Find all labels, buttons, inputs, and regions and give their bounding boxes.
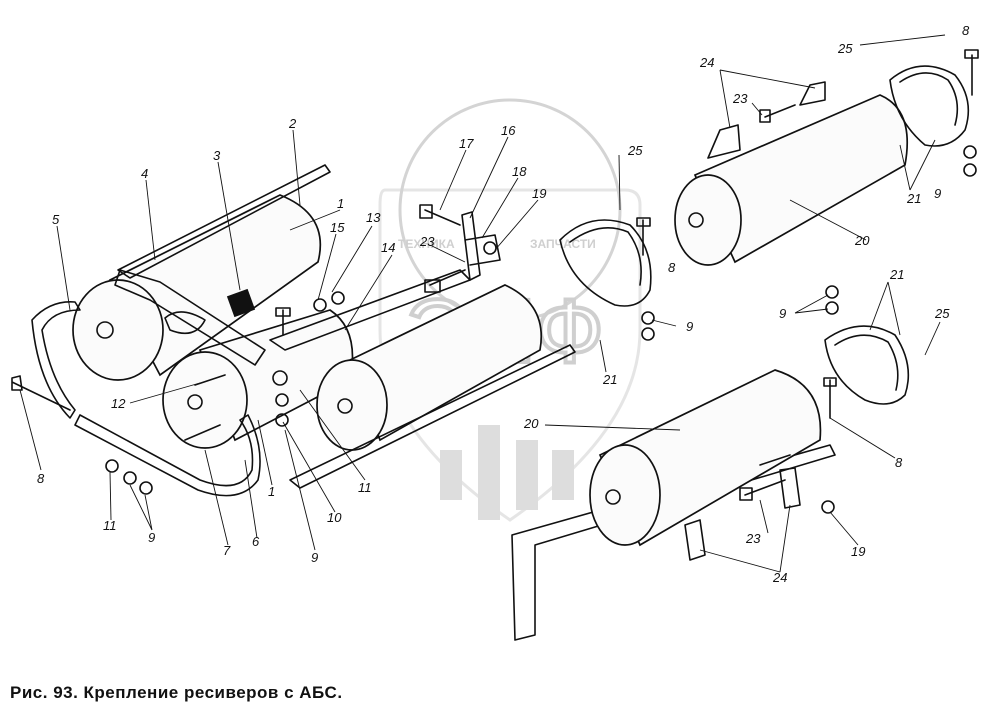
callout-21: 21 — [889, 267, 904, 282]
callout-9: 9 — [686, 319, 693, 334]
bracket-4 — [117, 164, 331, 279]
callout-25: 25 — [627, 143, 643, 158]
receiver-20-middle — [348, 284, 543, 442]
bracket-16 — [461, 211, 501, 281]
watermark-top-text: ТЕХНИКА — [398, 237, 455, 251]
callout-4: 4 — [141, 166, 148, 181]
callout-9: 9 — [779, 306, 786, 321]
lower-right-assembly — [511, 285, 910, 641]
callout-21: 21 — [602, 372, 617, 387]
callout-1: 1 — [337, 196, 344, 211]
callout-21: 21 — [906, 191, 921, 206]
callout-5: 5 — [52, 212, 60, 227]
upper-right-assembly — [674, 49, 979, 266]
clamp-21-lower — [824, 325, 910, 405]
callout-17: 17 — [459, 136, 474, 151]
watermark-right-text: ЗАПЧАСТИ — [530, 237, 596, 251]
middle-assembly — [289, 204, 655, 489]
callout-8: 8 — [668, 260, 676, 275]
strap-5 — [31, 301, 81, 419]
callout-20: 20 — [854, 233, 870, 248]
receiver-1-upper-end — [72, 279, 164, 381]
callout-2: 2 — [288, 116, 297, 131]
callout-20: 20 — [523, 416, 539, 431]
callout-11: 11 — [358, 480, 372, 495]
callout-3: 3 — [213, 148, 221, 163]
callout-8: 8 — [962, 23, 970, 38]
callout-7: 7 — [223, 543, 231, 558]
strap-6 — [74, 414, 261, 497]
receiver-20-lower-end — [589, 444, 661, 546]
callout-24: 24 — [699, 55, 714, 70]
clamp-21-middle — [559, 219, 652, 307]
callout-9: 9 — [311, 550, 318, 565]
clamp-21-upper — [889, 65, 970, 147]
callout-6: 6 — [252, 534, 260, 549]
callout-9: 9 — [148, 530, 155, 545]
callout-8: 8 — [895, 455, 903, 470]
callout-25: 25 — [934, 306, 950, 321]
callout-16: 16 — [501, 123, 516, 138]
left-assembly — [11, 164, 471, 497]
frame-channel — [511, 444, 836, 641]
callout-15: 15 — [330, 220, 345, 235]
pad-3 — [226, 288, 256, 318]
leader-lines — [19, 34, 946, 573]
callout-25: 25 — [837, 41, 853, 56]
callout-13: 13 — [366, 210, 381, 225]
callouts: 2 3 4 5 1 15 13 14 17 16 18 19 23 25 8 9… — [37, 23, 970, 585]
callout-19: 19 — [851, 544, 865, 559]
bracket-plate — [114, 269, 266, 366]
callout-14: 14 — [381, 240, 395, 255]
callout-8: 8 — [37, 471, 45, 486]
callout-19: 19 — [532, 186, 546, 201]
callout-23: 23 — [419, 234, 435, 249]
callout-23: 23 — [732, 91, 748, 106]
callout-24: 24 — [772, 570, 787, 585]
callout-23: 23 — [745, 531, 761, 546]
callout-9: 9 — [934, 186, 941, 201]
figure-caption: Рис. 93. Крепление ресиверов с АБС. — [10, 683, 343, 702]
receiver-1-lower-end — [162, 351, 248, 449]
callout-18: 18 — [512, 164, 527, 179]
callout-12: 12 — [111, 396, 126, 411]
receiver-20-upper-end — [674, 174, 742, 266]
callout-1: 1 — [268, 484, 275, 499]
callout-11: 11 — [103, 518, 117, 533]
callout-10: 10 — [327, 510, 342, 525]
